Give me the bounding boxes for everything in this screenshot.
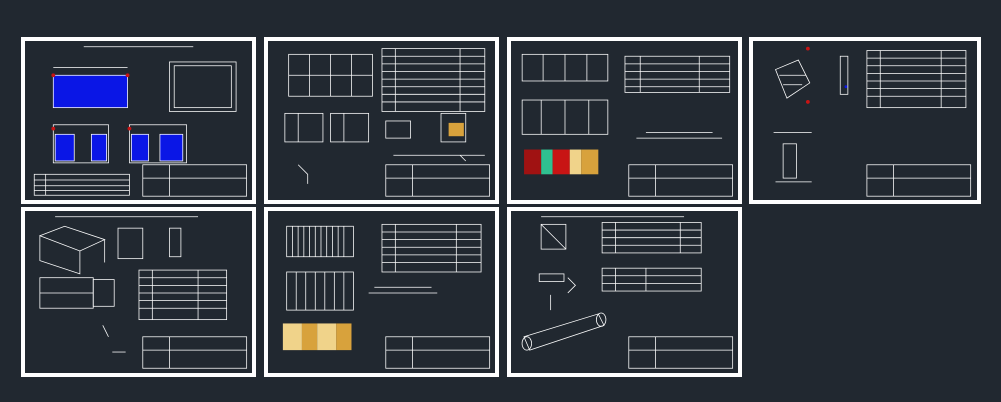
drawing-sheet-2[interactable]: [264, 37, 499, 204]
drawing-sheet-7[interactable]: [507, 207, 742, 377]
drawing-sheet-1[interactable]: [21, 37, 256, 204]
sheet-1-drawing: [33, 46, 247, 197]
sheet-6-drawing: [282, 223, 491, 369]
drawing-sheet-4[interactable]: [749, 37, 981, 204]
drawing-sheet-3[interactable]: [507, 37, 742, 204]
sheet-2-drawing: [284, 48, 490, 197]
sheet-4-drawing: [773, 46, 972, 197]
sheet-7-drawing: [521, 216, 734, 369]
sheet-3-drawing: [521, 53, 733, 197]
drawing-sheet-6[interactable]: [264, 207, 499, 377]
sheet-5-drawing: [38, 216, 248, 369]
drawing-sheet-5[interactable]: [21, 207, 256, 377]
